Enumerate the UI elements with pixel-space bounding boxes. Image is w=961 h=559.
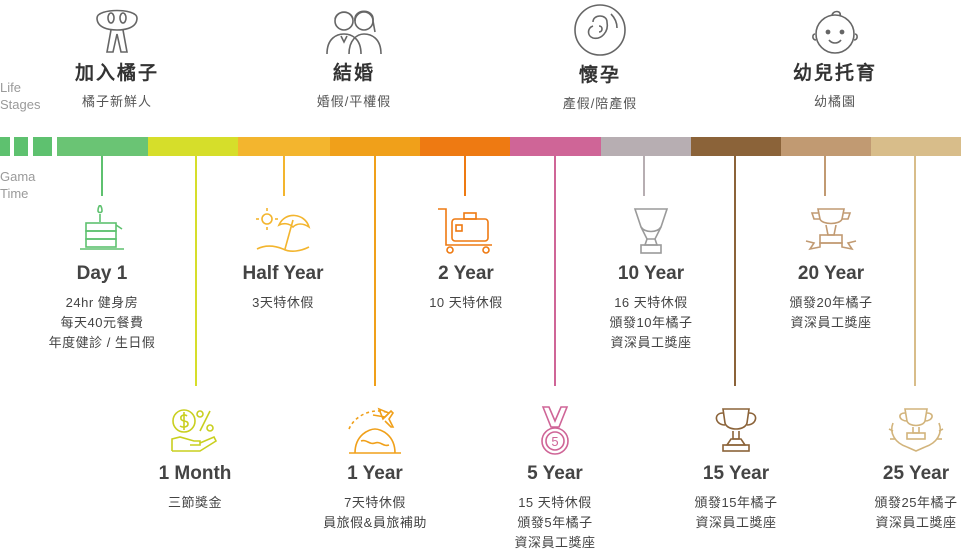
- stage-title: 結婚: [332, 63, 375, 84]
- stage-subtitle: 橘子新鮮人: [81, 94, 152, 109]
- milestone-desc: 24hr 健身房 每天40元餐費 年度健診 / 生日假: [48, 295, 156, 350]
- timeline-segment: [0, 137, 10, 156]
- timeline-segment: [420, 137, 510, 156]
- stage-marriage: 結婚 婚假/平權假: [264, 4, 444, 110]
- timeline-segment: [781, 137, 871, 156]
- milestone-desc: 頒發15年橘子 資深員工獎座: [694, 495, 778, 530]
- timeline-segment: [330, 137, 420, 156]
- milestone-desc: 16 天特休假 頒發10年橘子 資深員工獎座: [609, 295, 693, 350]
- milestone-desc: 三節獎金: [167, 495, 222, 510]
- milestone-title: 15 Year: [702, 463, 770, 484]
- timeline-segment: [238, 137, 330, 156]
- timeline-segment: [871, 137, 961, 156]
- stage-join: 加入橘子 橘子新鮮人: [27, 4, 207, 110]
- svg-text:5: 5: [551, 434, 558, 449]
- milestone-desc: 頒發25年橘子 資深員工獎座: [874, 495, 958, 530]
- airplane-globe-icon: [348, 407, 401, 454]
- milestone-25-year: 25 Year 頒發25年橘子 資深員工獎座: [816, 405, 961, 533]
- timeline-segment: [33, 137, 52, 156]
- milestone-title: Half Year: [242, 263, 324, 284]
- milestone-1-year: 1 Year 7天特休假 員旅假&員旅補助: [275, 405, 475, 533]
- stage-pregnancy: 懷孕 產假/陪產假: [510, 2, 690, 112]
- cup-icon: [715, 408, 757, 452]
- connector-line: [734, 156, 736, 386]
- milestone-title: 1 Month: [158, 463, 232, 484]
- connector-line: [374, 156, 376, 386]
- milestone-title: 1 Year: [347, 463, 403, 484]
- connector-line: [824, 156, 826, 196]
- medal-icon: 5: [541, 406, 569, 455]
- timeline-segment: [691, 137, 781, 156]
- beach-umbrella-icon: [256, 208, 311, 252]
- milestone-title: 2 Year: [438, 263, 494, 284]
- milestone-desc: 15 天特休假 頒發5年橘子 資深員工獎座: [514, 495, 596, 550]
- milestone-title: 25 Year: [882, 463, 950, 484]
- connector-line: [195, 156, 197, 386]
- life-stages-label: Life Stages: [0, 80, 41, 112]
- timeline-segment: [14, 137, 28, 156]
- couple-icon: [326, 10, 382, 55]
- milestone-desc: 7天特休假 員旅假&員旅補助: [323, 495, 427, 530]
- milestone-1-month: 1 Month 三節獎金: [95, 405, 295, 513]
- milestone-title: Day 1: [76, 263, 128, 284]
- milestone-title: 20 Year: [797, 263, 865, 284]
- trophy-ribbon-icon: [805, 208, 857, 251]
- stage-title: 加入橘子: [74, 63, 159, 84]
- baby-face-icon: [812, 10, 858, 54]
- timeline-segment: [148, 137, 238, 156]
- cake-icon: [80, 205, 124, 250]
- connector-line: [554, 156, 556, 386]
- connector-line: [283, 156, 285, 196]
- money-hand-icon: [171, 409, 218, 452]
- fetus-icon: [574, 4, 626, 56]
- stage-subtitle: 幼橘園: [813, 94, 856, 109]
- stage-subtitle: 婚假/平權假: [316, 94, 392, 109]
- luggage-cart-icon: [438, 208, 492, 254]
- milestone-title: 10 Year: [617, 263, 685, 284]
- milestone-2-year: 2 Year 10 天特休假: [366, 205, 566, 313]
- milestone-desc: 10 天特休假: [429, 295, 503, 310]
- trophy-icon: [633, 208, 669, 254]
- milestone-20-year: 20 Year 頒發20年橘子 資深員工獎座: [731, 205, 931, 333]
- connector-line: [643, 156, 645, 196]
- milestone-desc: 頒發20年橘子 資深員工獎座: [789, 295, 873, 330]
- milestone-half-year: Half Year 3天特休假: [183, 205, 383, 313]
- stage-subtitle: 產假/陪產假: [562, 96, 638, 111]
- connector-line: [914, 156, 916, 386]
- milestone-10-year: 10 Year 16 天特休假 頒發10年橘子 資深員工獎座: [551, 205, 751, 353]
- milestone-5-year: 5 5 Year 15 天特休假 頒發5年橘子 資深員工獎座: [455, 405, 655, 553]
- stage-title: 幼兒托育: [792, 63, 877, 84]
- stage-childcare: 幼兒托育 幼橘園: [745, 8, 925, 110]
- connector-line: [101, 156, 103, 196]
- milestone-day-1: Day 1 24hr 健身房 每天40元餐費 年度健診 / 生日假: [2, 205, 202, 353]
- timeline-segment: [601, 137, 691, 156]
- timeline-segment: [57, 137, 148, 156]
- laurel-trophy-icon: [888, 408, 944, 452]
- orange-icon: [96, 9, 138, 53]
- milestone-title: 5 Year: [527, 463, 583, 484]
- gama-time-label: Gama Time: [0, 169, 36, 201]
- stage-title: 懷孕: [578, 65, 621, 86]
- connector-line: [464, 156, 466, 196]
- milestone-15-year: 15 Year 頒發15年橘子 資深員工獎座: [636, 405, 836, 533]
- timeline-segment: [510, 137, 601, 156]
- milestone-desc: 3天特休假: [252, 295, 314, 310]
